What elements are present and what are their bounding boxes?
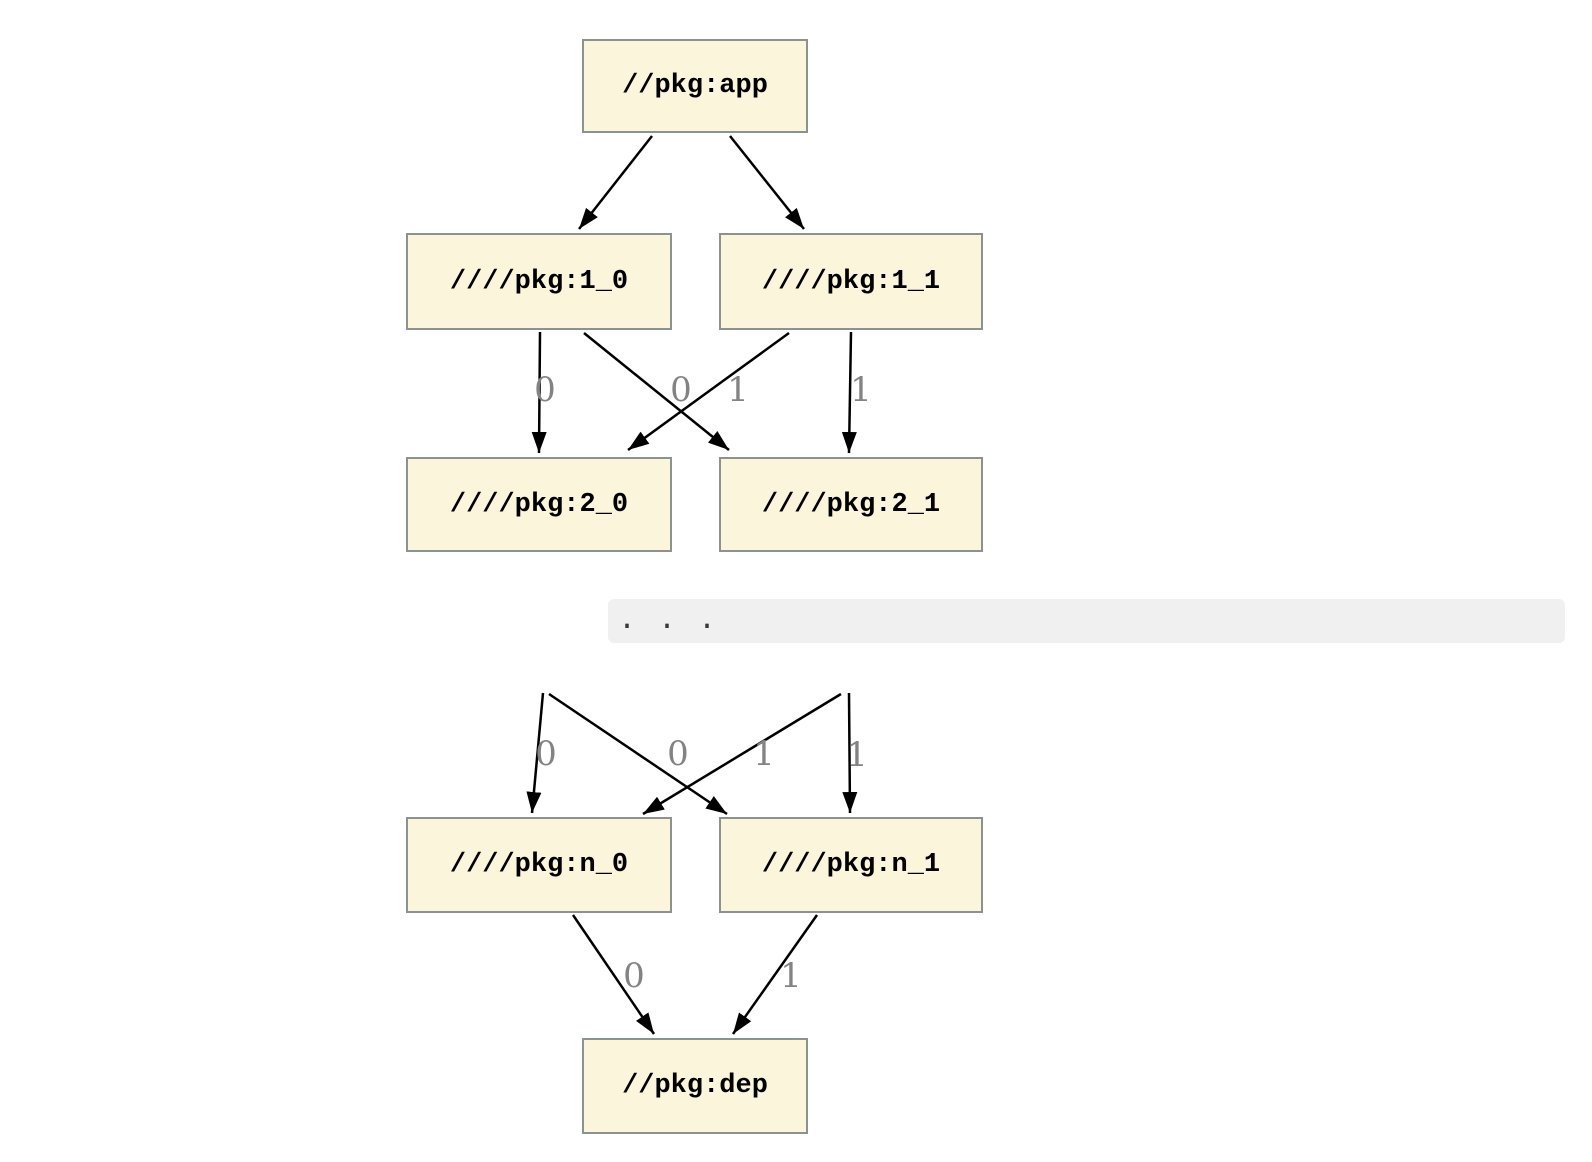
edge-1_1-to-2_0 <box>627 331 790 452</box>
node-pkg-dep: //pkg:dep <box>582 1038 808 1134</box>
node-pkg-2_1: ////pkg:2_1 <box>719 457 983 552</box>
edge-app-to-1_1 <box>729 135 805 230</box>
edge-label-n_1-dep: 1 <box>780 956 802 996</box>
edge-label-1_1-2_0: 0 <box>670 370 692 410</box>
edge-label-dots-n_0: 0 <box>535 734 557 774</box>
edge-dots-to-n_0-cross <box>642 692 842 816</box>
ellipsis-band: . . . <box>608 599 1565 643</box>
edge-label-dots-n_1: 1 <box>846 735 868 775</box>
edge-n_0-to-dep <box>571 914 656 1035</box>
edge-1_1-to-2_1 <box>841 331 857 454</box>
edge-label-dots-n_1-cross: 1 <box>753 734 775 774</box>
node-pkg-n_1: ////pkg:n_1 <box>719 817 983 913</box>
node-pkg-2_0: ////pkg:2_0 <box>406 457 672 552</box>
node-pkg-1_0: ////pkg:1_0 <box>406 233 672 330</box>
edge-dots-to-n_1-cross <box>548 692 728 816</box>
edge-1_0-to-2_1 <box>583 332 730 451</box>
edge-dots-to-n_1 <box>842 692 858 814</box>
edge-label-n_0-dep: 0 <box>623 956 645 996</box>
edge-label-1_1-2_1: 1 <box>850 370 872 410</box>
edge-n_1-to-dep <box>731 914 819 1035</box>
edge-1_0-to-2_0 <box>531 331 547 454</box>
edge-app-to-1_0 <box>578 135 653 230</box>
edge-label-dots-n_0-cross: 0 <box>667 734 689 774</box>
edge-label-1_0-2_0: 0 <box>534 370 556 410</box>
edge-label-1_0-2_1: 1 <box>727 370 749 410</box>
node-pkg-n_0: ////pkg:n_0 <box>406 817 672 913</box>
node-pkg-app: //pkg:app <box>582 39 808 133</box>
node-pkg-1_1: ////pkg:1_1 <box>719 233 983 330</box>
edge-dots-to-n_0 <box>526 692 545 814</box>
